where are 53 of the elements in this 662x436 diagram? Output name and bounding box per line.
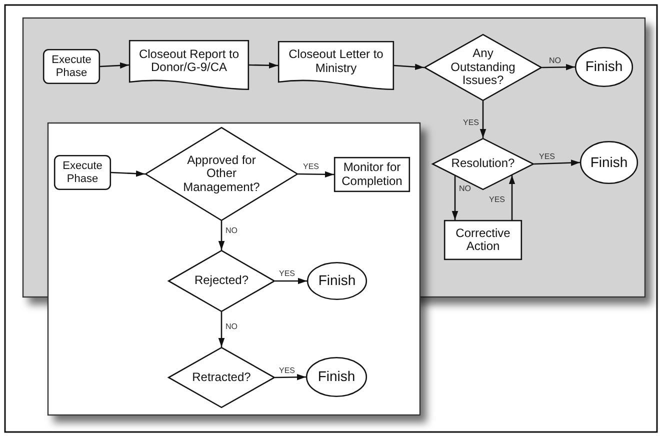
node-label: Finish <box>589 152 629 172</box>
decision-diamond <box>432 138 534 190</box>
end-oval <box>580 141 638 184</box>
edge-label: YES <box>279 270 296 278</box>
arrow <box>218 312 225 347</box>
process-box <box>444 220 522 260</box>
decision-diamond <box>145 127 298 221</box>
edge-label: YES <box>463 119 480 127</box>
arrow <box>218 221 225 250</box>
node-label: Execute Phase <box>62 159 104 186</box>
edge-label: NO <box>549 56 561 64</box>
node-label: Any Outstanding Issues? <box>450 45 516 90</box>
node-label: Execute Phase <box>50 53 92 80</box>
terminal-box <box>54 155 111 190</box>
decision-diamond <box>168 250 275 312</box>
arrow <box>394 64 424 70</box>
arrow <box>534 160 580 166</box>
arrow <box>100 62 130 69</box>
node-label: Resolution? <box>452 155 514 172</box>
terminal-box <box>43 49 100 84</box>
edge-label: YES <box>303 163 320 171</box>
node-label: Retracted? <box>191 368 252 386</box>
end-oval <box>306 357 367 397</box>
decision-diamond <box>168 347 275 408</box>
arrow <box>298 171 334 178</box>
edge-label: NO <box>226 227 238 235</box>
node-label: Monitor for Completion <box>340 159 404 190</box>
arrow <box>508 175 516 220</box>
edge-label: YES <box>489 196 506 204</box>
node-label: Corrective Action <box>454 224 512 255</box>
arrow <box>110 170 146 177</box>
arrow <box>542 64 575 70</box>
node-label: Rejected? <box>193 272 250 290</box>
edge-label: YES <box>279 366 296 374</box>
arrow <box>452 176 458 220</box>
node-label: Finish <box>317 271 357 290</box>
edge-label: YES <box>539 153 556 161</box>
process-box <box>334 157 410 192</box>
arrow <box>275 278 307 284</box>
edge-label: NO <box>459 184 471 193</box>
document-shape <box>129 40 249 90</box>
node-label: Finish <box>316 367 356 386</box>
node-label: Closeout Report to Donor/G-9/CA <box>138 46 240 76</box>
decision-diamond <box>424 34 542 101</box>
edge-label: NO <box>226 323 238 331</box>
end-oval <box>307 262 367 300</box>
node-label: Finish <box>584 57 624 76</box>
node-label: Approved for Other Management? <box>182 152 261 196</box>
end-oval <box>575 47 633 87</box>
arrow <box>248 62 278 68</box>
arrow <box>480 101 486 138</box>
node-label: Closeout Letter to Ministry <box>288 46 384 76</box>
arrow <box>274 374 306 380</box>
